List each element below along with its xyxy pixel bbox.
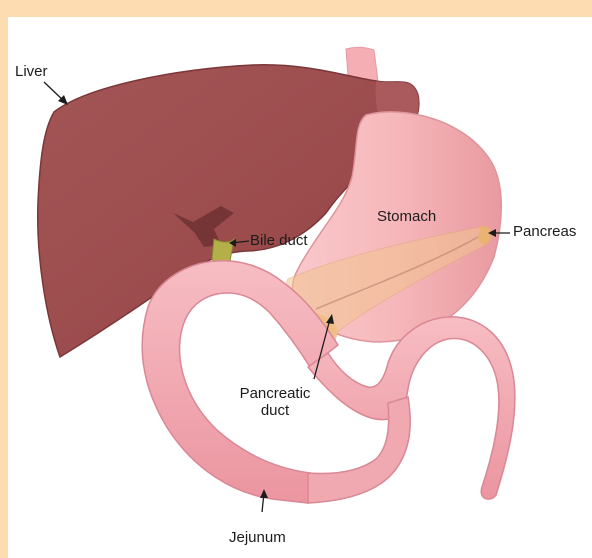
anatomy-illustration [8,17,592,558]
pancreatic-duct-label-line1: Pancreatic [232,385,318,402]
pancreas-tail-shape [478,226,491,245]
jejunum-label: Jejunum [229,529,286,546]
pancreatic-duct-label: Pancreatic duct [232,385,318,419]
pancreatic-duct-label-line2: duct [232,402,318,419]
liver-label: Liver [15,63,48,80]
bile-duct-label: Bile duct [250,232,308,249]
pancreas-label: Pancreas [513,223,576,240]
stomach-label: Stomach [377,208,436,225]
